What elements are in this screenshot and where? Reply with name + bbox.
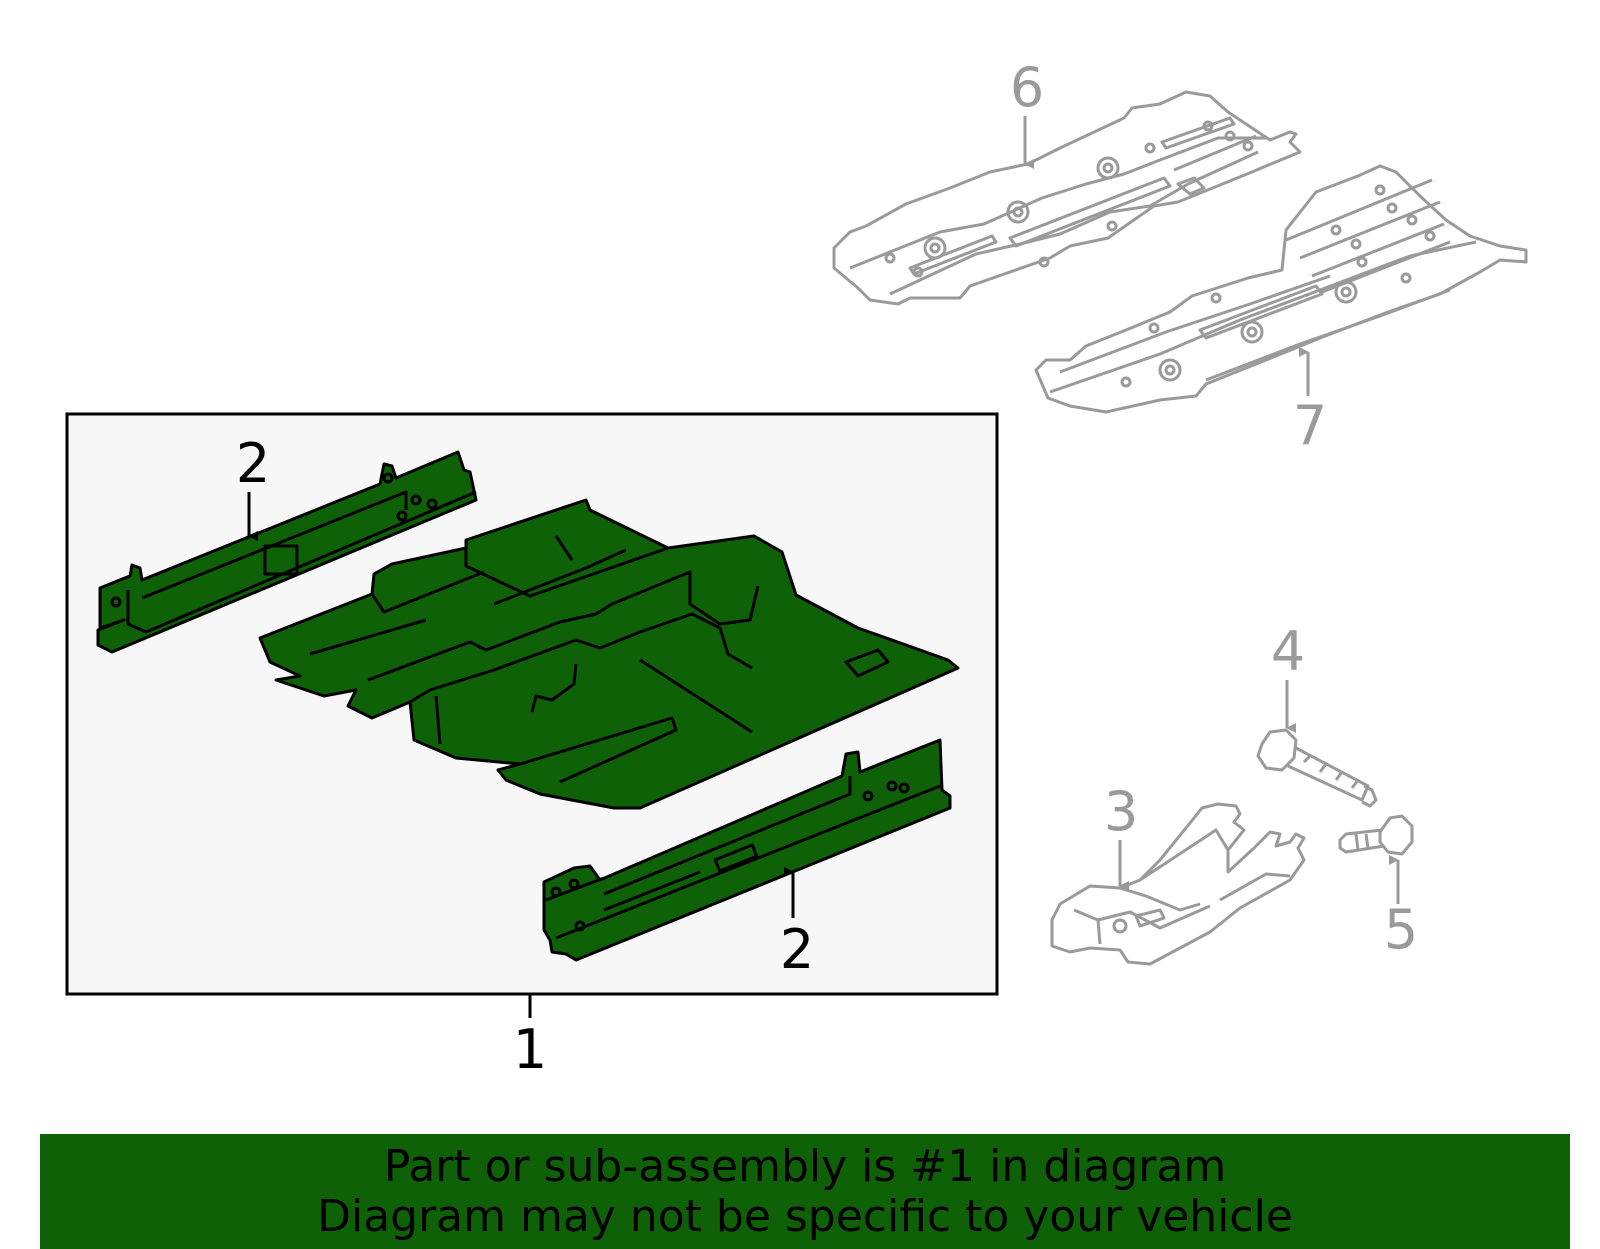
floor-pan <box>258 498 960 810</box>
info-banner: Part or sub-assembly is #1 in diagram Di… <box>40 1134 1570 1249</box>
callout-3: 3 <box>1104 780 1138 843</box>
callout-2-top: 2 <box>236 432 270 495</box>
bolt-part-5 <box>1338 814 1414 856</box>
under-cover-part-6 <box>832 90 1302 306</box>
bracket-part-3 <box>1050 802 1306 966</box>
callout-7: 7 <box>1293 394 1327 457</box>
bolt-part-4 <box>1256 728 1378 808</box>
callout-1: 1 <box>513 1018 547 1081</box>
side-rail-bottom <box>542 738 952 962</box>
callout-4: 4 <box>1271 620 1305 683</box>
banner-line-2: Diagram may not be specific to your vehi… <box>317 1190 1293 1242</box>
under-cover-part-7 <box>1034 164 1528 414</box>
callout-5: 5 <box>1384 898 1418 961</box>
callout-6: 6 <box>1010 56 1044 119</box>
callout-2-bottom: 2 <box>780 918 814 981</box>
side-rail-top <box>96 450 478 654</box>
banner-line-1: Part or sub-assembly is #1 in diagram <box>383 1140 1227 1192</box>
